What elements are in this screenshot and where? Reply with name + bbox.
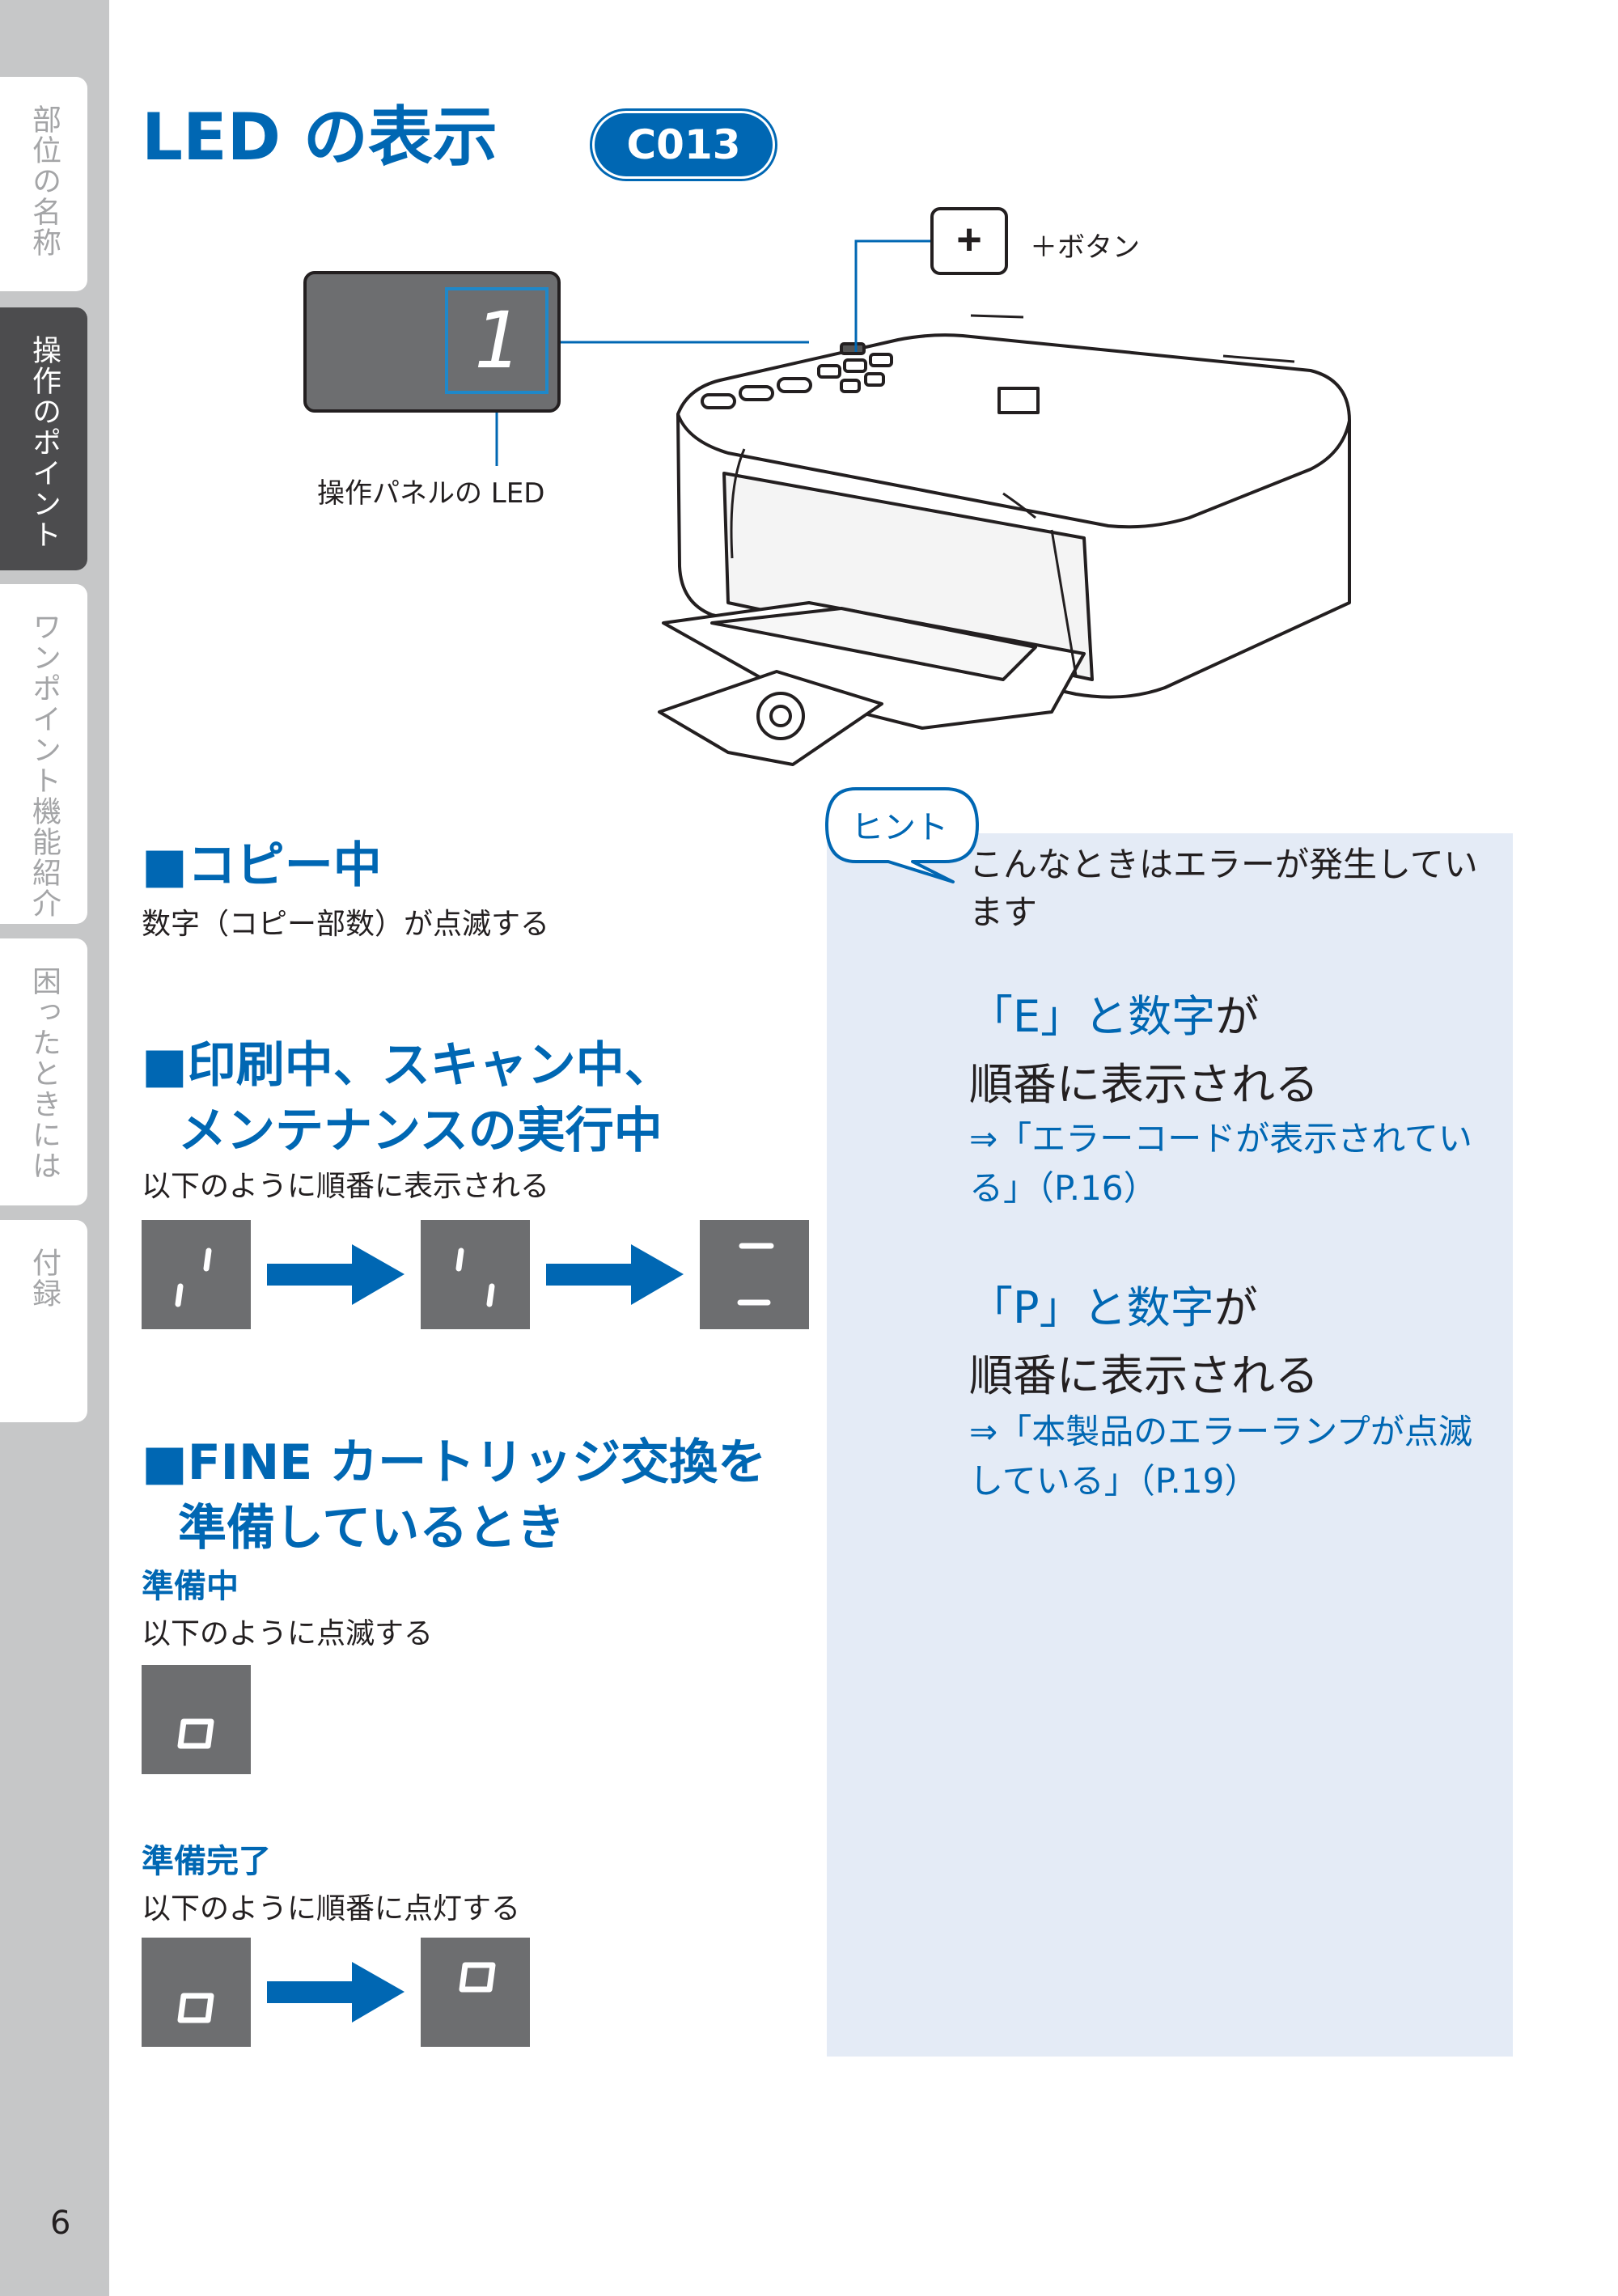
arrow-right-icon bbox=[546, 1244, 684, 1305]
hint-label: ヒント bbox=[851, 809, 948, 846]
printing-text: 以下のように順番に表示される bbox=[142, 1170, 550, 1203]
led-seg-3 bbox=[700, 1220, 809, 1329]
tab-label: 付録 bbox=[28, 1248, 61, 1309]
led-seg-ready-1 bbox=[142, 1938, 251, 2047]
tab-troubleshooting[interactable]: 困ったときには bbox=[0, 938, 87, 1205]
error-e-heading-tail: が bbox=[1215, 991, 1260, 1042]
hint-intro: こんなときはエラーが発生しています bbox=[969, 845, 1478, 932]
printing-heading-line2: メンテナンスの実行中 bbox=[178, 1103, 663, 1159]
led-seg-preparing bbox=[142, 1665, 251, 1774]
tab-operation-points[interactable]: 操作のポイント bbox=[0, 307, 87, 570]
error-e-heading-blue: 「E」と数字 bbox=[969, 991, 1216, 1042]
hint-bubble-icon bbox=[825, 787, 979, 883]
code-badge: C013 bbox=[595, 113, 773, 176]
tab-label: 操作のポイント bbox=[28, 335, 61, 550]
tab-appendix[interactable]: 付録 bbox=[0, 1220, 87, 1422]
led-label: 操作パネルの LED bbox=[317, 477, 545, 510]
fine-heading-line2: 準備しているとき bbox=[178, 1500, 565, 1557]
led-seg-2 bbox=[421, 1220, 530, 1329]
preparing-text: 以下のように点滅する bbox=[142, 1617, 434, 1650]
hint-box bbox=[827, 833, 1513, 2057]
tab-label: 部位の名称 bbox=[28, 104, 61, 258]
led-seg-1 bbox=[142, 1220, 251, 1329]
tab-label: 困ったときには bbox=[28, 966, 61, 1181]
copy-heading: ■コピー中 bbox=[142, 837, 382, 894]
led-panel bbox=[303, 271, 561, 413]
sidebar: 部位の名称 操作のポイント ワンポイント機能紹介 困ったときには 付録 6 bbox=[0, 0, 109, 2296]
copy-text: 数字（コピー部数）が点滅する bbox=[142, 908, 550, 941]
fine-heading-line1: ■FINE カートリッジ交換を bbox=[142, 1434, 767, 1491]
plus-button-label: ＋ボタン bbox=[1030, 231, 1140, 264]
printer-illustration: + bbox=[495, 207, 1351, 766]
tab-label: ワンポイント機能紹介 bbox=[28, 612, 61, 919]
error-e-reference-link[interactable]: ⇒「エラーコードが表示されている」（P.16） bbox=[969, 1119, 1472, 1208]
error-p-reference-link[interactable]: ⇒「本製品のエラーランプが点滅している」（P.19） bbox=[969, 1412, 1472, 1501]
page-number: 6 bbox=[50, 2205, 71, 2242]
tab-part-names[interactable]: 部位の名称 bbox=[0, 77, 87, 291]
error-p-heading-line2: 順番に表示される bbox=[969, 1349, 1319, 1401]
page-title: LED の表示 bbox=[142, 100, 498, 175]
printing-heading: ■印刷中、スキャン中、 メンテナンスの実行中 bbox=[142, 1033, 673, 1164]
ready-text: 以下のように順番に点灯する bbox=[142, 1892, 521, 1925]
printing-heading-line1: ■印刷中、スキャン中、 bbox=[142, 1037, 673, 1094]
plus-symbol: + bbox=[956, 215, 982, 264]
led-display: 1 bbox=[445, 287, 549, 394]
tab-feature-intro[interactable]: ワンポイント機能紹介 bbox=[0, 584, 87, 924]
preparing-heading: 準備中 bbox=[142, 1568, 239, 1605]
fine-heading: ■FINE カートリッジ交換を 準備しているとき bbox=[142, 1430, 766, 1561]
led-seg-ready-2 bbox=[421, 1938, 530, 2047]
error-p-heading-tail: が bbox=[1214, 1282, 1258, 1333]
ready-heading: 準備完了 bbox=[142, 1843, 271, 1880]
error-e-heading-line2: 順番に表示される bbox=[969, 1058, 1319, 1110]
error-p-heading-blue: 「P」と数字 bbox=[969, 1282, 1214, 1333]
error-p-heading: 「P」と数字が 順番に表示される bbox=[969, 1274, 1319, 1409]
arrow-right-icon bbox=[267, 1244, 404, 1305]
led-digit: 1 bbox=[473, 295, 520, 386]
arrow-right-icon bbox=[267, 1962, 404, 2023]
error-e-heading: 「E」と数字が 順番に表示される bbox=[969, 983, 1319, 1118]
